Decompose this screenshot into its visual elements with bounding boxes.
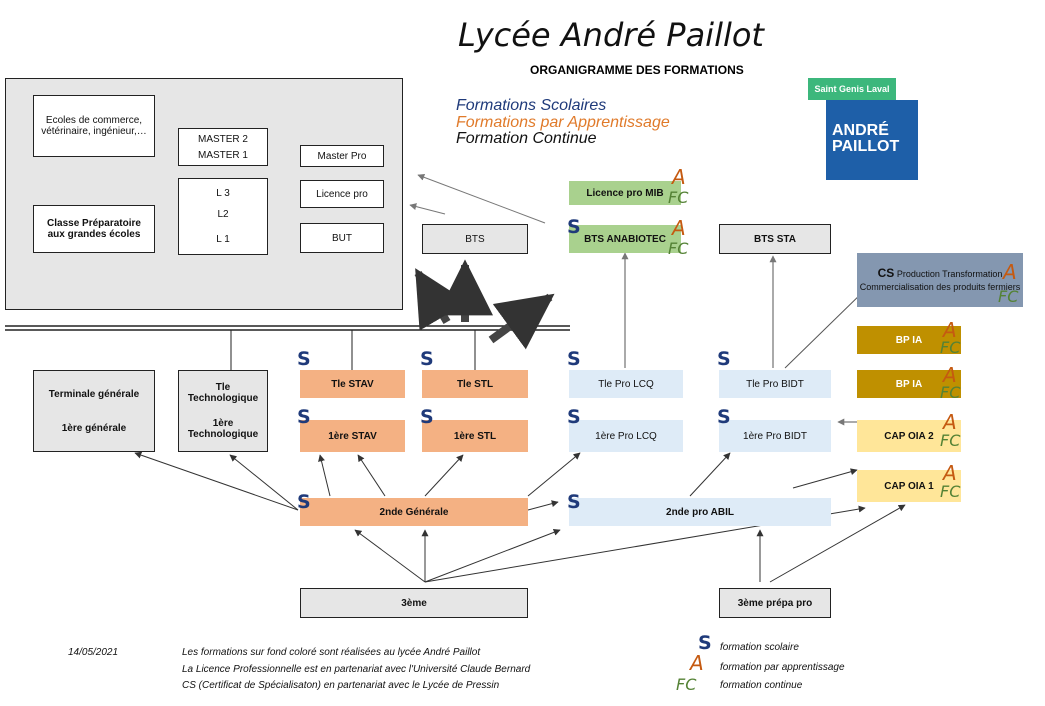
page-title: Lycée André Paillot (458, 16, 764, 54)
school-logo: Saint Genis Laval ANDRÉ PAILLOT (808, 78, 918, 182)
fc-mark: FC (998, 287, 1019, 306)
l3-label: L 3 (216, 188, 230, 199)
a-mark: A (943, 363, 957, 387)
legend-a-mark: A (690, 651, 704, 675)
bts-anabiotec-box: BTS ANABIOTEC (569, 225, 681, 253)
cs-prefix: CS (877, 266, 895, 281)
logo-name-2: PAILLOT (832, 138, 900, 155)
premiere-generale-label: 1ère générale (61, 422, 127, 434)
master2-label: MASTER 2 (197, 133, 248, 145)
l1-label: L 1 (216, 234, 230, 245)
terminale-generale-box: Terminale générale 1ère générale (33, 370, 155, 452)
cs-description: Production Transformation Commercialisat… (859, 269, 1021, 292)
legend-continue: Formation Continue (456, 130, 597, 147)
legend-s-text: formation scolaire (720, 642, 799, 653)
but-box: BUT (300, 223, 384, 253)
tle-pro-lcq-box: Tle Pro LCQ (569, 370, 683, 398)
techno-box: Tle Technologique 1ère Technologique (178, 370, 268, 452)
a-mark: A (943, 461, 957, 485)
a-mark: A (943, 318, 957, 342)
tle-techno-label: Tle Technologique (187, 382, 259, 404)
legend-apprentissage: Formations par Apprentissage (456, 114, 670, 131)
bp-ia-box-1: BP IA (857, 326, 961, 354)
a-mark: A (672, 165, 686, 189)
a-mark: A (672, 216, 686, 240)
tle-stav-box: Tle STAV (300, 370, 405, 398)
master-box: MASTER 2 MASTER 1 (178, 128, 268, 166)
cs-box: CS Production Transformation Commerciali… (857, 253, 1023, 307)
seconde-pro-box: 2nde pro ABIL (569, 498, 831, 526)
page-subtitle: ORGANIGRAMME DES FORMATIONS (530, 63, 744, 77)
cap-oia1-box: CAP OIA 1 (857, 470, 961, 502)
master1-label: MASTER 1 (197, 149, 248, 161)
s-mark: S (420, 406, 434, 428)
licence-mib-box: Licence pro MIB (569, 181, 681, 205)
terminale-generale-label: Terminale générale (48, 388, 140, 400)
premiere-pro-lcq-box: 1ère Pro LCQ (569, 420, 683, 452)
footer-note-3: CS (Certificat de Spécialisaton) en part… (182, 680, 500, 691)
premiere-techno-label: 1ère Technologique (187, 418, 259, 440)
a-mark: A (943, 410, 957, 434)
premiere-stav-box: 1ère STAV (300, 420, 405, 452)
s-mark: S (567, 491, 581, 513)
bts-sta-box: BTS STA (719, 224, 831, 254)
legend-s-mark: S (698, 632, 712, 654)
tle-pro-bidt-box: Tle Pro BIDT (719, 370, 831, 398)
bts-box: BTS (422, 224, 528, 254)
s-mark: S (420, 348, 434, 370)
a-mark: A (1003, 260, 1017, 284)
l2-label: L2 (217, 209, 229, 220)
legend-a-text: formation par apprentissage (720, 662, 845, 673)
footer-note-1: Les formations sur fond coloré sont réal… (182, 647, 481, 658)
footer-date: 14/05/2021 (68, 647, 119, 658)
ecoles-box: Ecoles de commerce, vétérinaire, ingénie… (33, 95, 155, 157)
fc-mark: FC (668, 239, 689, 258)
bp-ia-box-2: BP IA (857, 370, 961, 398)
legend-fc-text: formation continue (720, 680, 803, 691)
troisieme-prepa-box: 3ème prépa pro (719, 588, 831, 618)
logo-banner: Saint Genis Laval (808, 78, 896, 100)
s-mark: S (567, 216, 581, 238)
s-mark: S (717, 348, 731, 370)
tle-stl-box: Tle STL (422, 370, 528, 398)
premiere-stl-box: 1ère STL (422, 420, 528, 452)
legend-fc-mark: FC (676, 675, 697, 694)
cap-oia2-box: CAP OIA 2 (857, 420, 961, 452)
fc-mark: FC (940, 431, 961, 450)
prepa-box: Classe Préparatoire aux grandes écoles (33, 205, 155, 253)
seconde-generale-box: 2nde Générale (300, 498, 528, 526)
master-pro-box: Master Pro (300, 145, 384, 167)
fc-mark: FC (668, 188, 689, 207)
s-mark: S (297, 491, 311, 513)
fc-mark: FC (940, 482, 961, 501)
s-mark: S (567, 348, 581, 370)
licence-box: L 3 L2 L 1 (178, 178, 268, 255)
s-mark: S (567, 406, 581, 428)
footer-note-2: La Licence Professionnelle est en parten… (182, 664, 531, 675)
logo-name-1: ANDRÉ (832, 122, 889, 139)
s-mark: S (717, 406, 731, 428)
licence-pro-box: Licence pro (300, 180, 384, 208)
s-mark: S (297, 406, 311, 428)
premiere-pro-bidt-box: 1ère Pro BIDT (719, 420, 831, 452)
cs-text: CS Production Transformation Commerciali… (857, 266, 1023, 293)
troisieme-box: 3ème (300, 588, 528, 618)
legend-scolaire: Formations Scolaires (456, 97, 607, 114)
s-mark: S (297, 348, 311, 370)
fc-mark: FC (940, 338, 961, 357)
fc-mark: FC (940, 383, 961, 402)
